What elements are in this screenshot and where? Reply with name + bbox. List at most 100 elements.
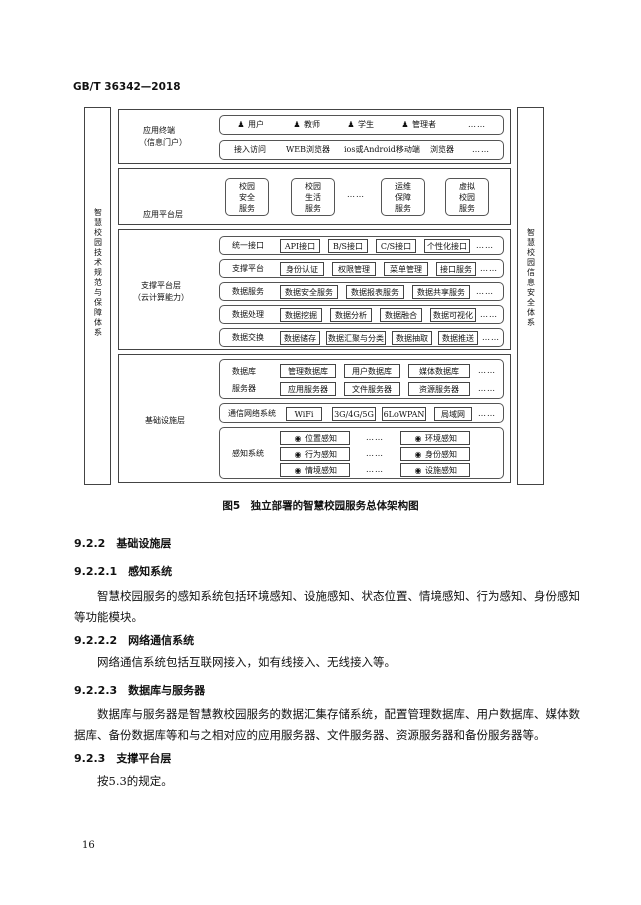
row-item: 数据安全服务	[280, 285, 338, 299]
layer-app-terminal: 应用终端 （信息门户） ♟用户 ♟教师 ♟学生 ♟管理者 …… 接入访问 WEB…	[118, 109, 511, 164]
section-number: 9.2.2.2	[74, 634, 118, 647]
network-item: 局域网	[434, 407, 472, 421]
student-icon: ♟	[347, 120, 355, 129]
row-item: 数据抽取	[392, 331, 432, 345]
support-row-data-processing: 数据处理 数据挖掘 数据分析 数据融合 数据可视化 ……	[219, 305, 504, 324]
section-title: 数据库与服务器	[128, 684, 206, 697]
network-item: 3G/4G/5G	[332, 407, 376, 421]
support-row-support-platform: 支撑平台 身份认证 权限管理 菜单管理 接口服务 ……	[219, 259, 504, 278]
sensing-more: ……	[366, 465, 384, 474]
service-campus-safety-label: 校园安全服务	[239, 182, 255, 213]
server-item: 资源服务器	[408, 382, 470, 396]
network-item: WiFi	[286, 407, 322, 421]
network-item: 6LoWPAN	[382, 407, 426, 421]
sensing-box: 感知系统 ◉位置感知 ◉行为感知 ◉情境感知 …… …… …… ◉环境感知 ◉身…	[219, 427, 504, 479]
row-item: 权限管理	[332, 262, 376, 276]
row-item: API接口	[280, 239, 320, 253]
section-heading: 9.2.2.1 感知系统	[74, 563, 172, 579]
section-title: 基础设施层	[116, 537, 172, 550]
paragraph: 网络通信系统包括互联网接入，如有线接入、无线接入等。	[97, 655, 396, 669]
app-terminal-subtitle: （信息门户）	[139, 138, 187, 147]
row-item: 数据分析	[330, 308, 372, 322]
row-item: 数据共享服务	[412, 285, 470, 299]
sensing-label: 感知系统	[232, 449, 264, 458]
sensing-item: ◉情境感知	[280, 463, 350, 477]
db-item: 媒体数据库	[408, 364, 470, 378]
sensor-icon: ◉	[414, 466, 422, 475]
support-row-unified-interface: 统一接口 API接口 B/S接口 C/S接口 个性化接口 ……	[219, 236, 504, 255]
layer-app-platform: 应用平台层 校园安全服务 校园生活服务 …… 运维保障服务 虚拟校园服务	[118, 168, 511, 225]
db-more: ……	[478, 366, 496, 375]
layer-support-platform: 支撑平台层 （云计算能力） 统一接口 API接口 B/S接口 C/S接口 个性化…	[118, 229, 511, 350]
db-item: 用户数据库	[344, 364, 400, 378]
admin-item: ♟管理者	[401, 120, 436, 129]
teacher-icon: ♟	[293, 120, 301, 129]
paragraph: 数据库与服务器是智慧教校园服务的数据汇集存储系统，配置管理数据库、用户数据库、媒…	[74, 707, 580, 742]
section-heading: 9.2.2.3 数据库与服务器	[74, 682, 205, 698]
sensor-icon: ◉	[294, 450, 302, 459]
db-label: 数据库	[232, 367, 256, 376]
server-item: 文件服务器	[344, 382, 400, 396]
row-label: 支撑平台	[232, 264, 264, 273]
user-item: ♟用户	[237, 120, 264, 129]
section-heading: 9.2.2 基础设施层	[74, 535, 171, 551]
infrastructure-title: 基础设施层	[145, 416, 185, 425]
paragraph: 智慧校园服务的感知系统包括环境感知、设施感知、状态位置、情境感知、行为感知、身份…	[74, 589, 580, 624]
db-server-box: 数据库 服务器 管理数据库 用户数据库 媒体数据库 …… 应用服务器 文件服务器…	[219, 359, 504, 399]
student-item: ♟学生	[347, 120, 374, 129]
access-web: WEB浏览器	[286, 145, 330, 154]
service-virtual-campus-label: 虚拟校园服务	[459, 182, 475, 213]
support-platform-subtitle: （云计算能力）	[133, 293, 189, 302]
figure-caption: 图5 独立部署的智慧校园服务总体架构图	[222, 500, 419, 512]
services-more: ……	[347, 190, 365, 199]
row-item: 身份认证	[280, 262, 324, 276]
support-row-data-service: 数据服务 数据安全服务 数据报表服务 数据共享服务 ……	[219, 282, 504, 301]
sensing-item: ◉环境感知	[400, 431, 470, 445]
row-more: ……	[482, 333, 500, 342]
row-label: 数据处理	[232, 310, 264, 319]
left-side-bar: 智慧校园技术规范与保障体系	[84, 107, 111, 485]
row-item: 数据储存	[280, 331, 320, 345]
network-more: ……	[478, 409, 496, 418]
row-more: ……	[480, 264, 498, 273]
support-platform-title: 支撑平台层	[141, 281, 181, 290]
sensing-item: ◉设施感知	[400, 463, 470, 477]
standard-id: GB/T 36342—2018	[73, 81, 181, 93]
row-label: 统一接口	[232, 241, 264, 250]
row-item: 数据融合	[380, 308, 422, 322]
page-number: 16	[82, 840, 95, 851]
people-icon: ♟	[237, 120, 245, 129]
network-box: 通信网络系统 WiFi 3G/4G/5G 6LoWPAN 局域网 ……	[219, 403, 504, 423]
sensor-icon: ◉	[294, 434, 302, 443]
section-title: 感知系统	[128, 565, 173, 578]
access-label: 接入访问	[234, 145, 266, 154]
access-row: 接入访问 WEB浏览器 ios或Android移动端 浏览器 ……	[219, 140, 504, 160]
left-side-text: 智慧校园技术规范与保障体系	[94, 208, 102, 337]
sensor-icon: ◉	[294, 466, 302, 475]
network-label: 通信网络系统	[228, 409, 276, 418]
row-item: 数据推送	[438, 331, 478, 345]
row-more: ……	[480, 310, 498, 319]
server-item: 应用服务器	[280, 382, 336, 396]
server-label: 服务器	[232, 384, 256, 393]
users-more: ……	[468, 120, 486, 129]
section-number: 9.2.2.1	[74, 565, 118, 578]
sensing-item: ◉身份感知	[400, 447, 470, 461]
row-item: 数据报表服务	[346, 285, 404, 299]
section-number: 9.2.2.3	[74, 684, 118, 697]
row-item: 数据汇聚与分类	[326, 331, 386, 345]
paragraph: 按5.3的规定。	[97, 774, 173, 788]
row-item: 数据可视化	[430, 308, 476, 322]
service-ops-support: 运维保障服务	[381, 178, 425, 216]
server-more: ……	[478, 384, 496, 393]
row-item: 个性化接口	[424, 239, 470, 253]
admin-icon: ♟	[401, 120, 409, 129]
sensing-item: ◉位置感知	[280, 431, 350, 445]
sensor-icon: ◉	[414, 450, 422, 459]
service-virtual-campus: 虚拟校园服务	[445, 178, 489, 216]
row-more: ……	[476, 241, 494, 250]
section-heading: 9.2.3 支撑平台层	[74, 750, 171, 766]
section-number: 9.2.2	[74, 537, 106, 550]
service-campus-life-label: 校园生活服务	[305, 182, 321, 213]
db-item: 管理数据库	[280, 364, 336, 378]
